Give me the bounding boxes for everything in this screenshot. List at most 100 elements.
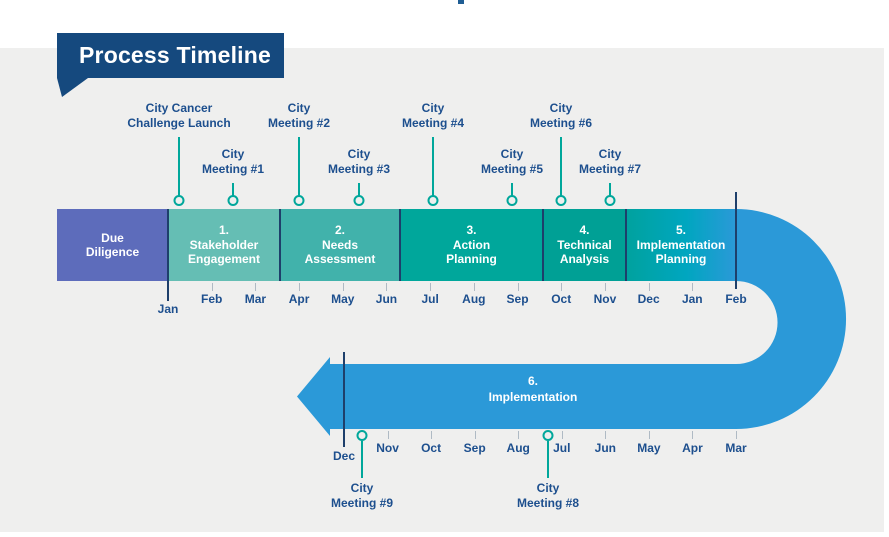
event-label-line: City <box>598 147 622 161</box>
month-label: Jan <box>681 292 703 306</box>
event-stem <box>609 183 611 196</box>
event-label-line: Meeting #6 <box>529 116 593 130</box>
event-label-line: City <box>350 481 374 495</box>
month-tick <box>473 283 475 291</box>
phase-label-line: 3. <box>466 223 477 238</box>
event-label-line: Meeting #9 <box>330 496 394 510</box>
month-tick <box>517 283 519 291</box>
month-label: Mar <box>725 441 747 455</box>
month-tick <box>648 283 650 291</box>
month-tick <box>255 283 257 291</box>
month-label: Oct <box>421 441 442 455</box>
phase-label-line: Planning <box>655 252 707 267</box>
title-banner: Process Timeline <box>57 33 284 78</box>
month-label: Jun <box>375 292 398 306</box>
month-label: Mar <box>244 292 267 306</box>
event-marker-dot <box>293 195 305 206</box>
phase-label-line: 2. <box>334 223 345 238</box>
event-label-line: Meeting #4 <box>401 116 465 130</box>
month-label: Dec <box>637 292 660 306</box>
month-tick <box>692 283 694 291</box>
phase-label-line: Technical <box>557 237 612 252</box>
month-label: Sep <box>463 441 486 455</box>
month-label: Aug <box>462 292 486 306</box>
month-label: Nov <box>376 441 399 455</box>
event-marker-dot <box>353 195 365 206</box>
phase-label-line: Stakeholder <box>189 237 259 252</box>
event-stem <box>178 137 180 196</box>
month-label: May <box>331 292 355 306</box>
month-label: Jan <box>157 302 179 316</box>
month-tick <box>692 431 694 439</box>
month-label: Dec <box>332 449 356 463</box>
segment-divider <box>625 209 627 281</box>
phase-label-line: Implementation <box>636 237 726 252</box>
event-label-line: Meeting #1 <box>201 162 265 176</box>
event-marker-dot <box>542 430 554 441</box>
event-marker-dot <box>173 195 185 206</box>
month-label: Oct <box>551 292 572 306</box>
feb-end-marker-line <box>735 192 737 289</box>
month-tick <box>342 283 344 291</box>
month-tick <box>387 431 389 439</box>
phase-label-line: Planning <box>446 252 497 267</box>
event-label-line: City <box>536 481 560 495</box>
month-label: Apr <box>288 292 310 306</box>
event-stem <box>432 137 434 196</box>
month-tick <box>430 283 432 291</box>
event-label-line: City <box>221 147 245 161</box>
month-tick <box>211 283 213 291</box>
event-marker-dot <box>227 195 239 206</box>
segment-divider <box>279 209 281 281</box>
phase-label-line: Analysis <box>559 252 610 267</box>
phase-label-line: Due <box>101 230 124 245</box>
event-stem <box>547 441 549 478</box>
implementation-label: 6.Implementation <box>413 373 653 405</box>
phase-label-line: Assessment <box>304 252 376 267</box>
event-marker-dot <box>555 195 567 206</box>
phase-label-line: Action <box>452 237 491 252</box>
month-label: Feb <box>725 292 747 306</box>
month-tick <box>648 431 650 439</box>
month-tick <box>431 431 433 439</box>
month-label: Jun <box>594 441 616 455</box>
event-label-line: City <box>347 147 371 161</box>
event-stem <box>298 137 300 196</box>
month-label: May <box>637 441 661 455</box>
phase-label-line: 5. <box>675 223 686 238</box>
month-label: Nov <box>593 292 617 306</box>
u-turn-curve <box>736 209 847 429</box>
segment-divider <box>399 209 401 281</box>
month-tick <box>299 283 301 291</box>
month-label: Jul <box>553 441 571 455</box>
month-tick <box>604 283 606 291</box>
event-marker-dot <box>506 195 518 206</box>
month-tick <box>386 283 388 291</box>
phase-label-line: 4. <box>579 223 590 238</box>
phase-label-line: Needs <box>321 237 359 252</box>
implementation-label-line: Implementation <box>488 390 578 404</box>
phase-label-line: 1. <box>218 223 229 238</box>
phase-label-line: Engagement <box>187 252 260 267</box>
phase-label-line: Diligence <box>85 245 140 259</box>
event-stem <box>560 137 562 196</box>
month-label: Apr <box>682 441 703 455</box>
implementation-arrow-bar <box>297 357 737 436</box>
month-label: Aug <box>506 441 530 455</box>
event-label-line: Meeting #7 <box>578 162 642 176</box>
